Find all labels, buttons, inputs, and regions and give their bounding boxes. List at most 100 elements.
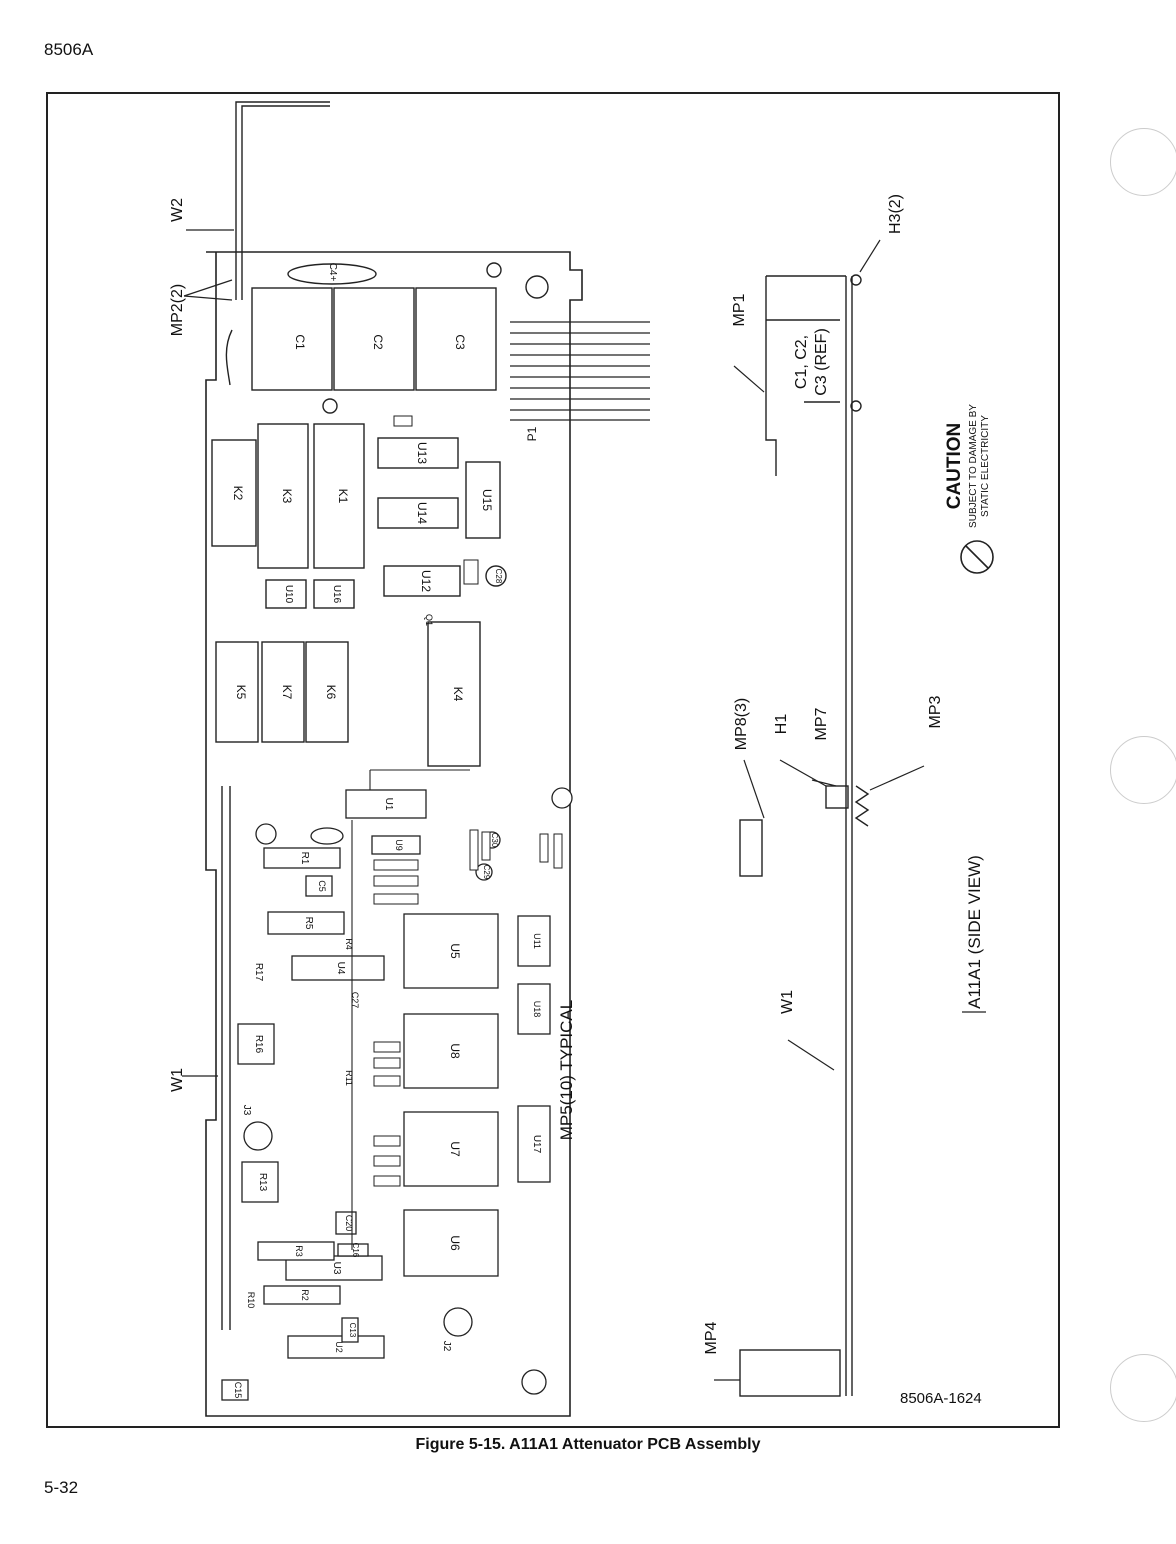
label-c27: C27: [350, 992, 360, 1009]
callout-h1: H1: [773, 714, 790, 735]
relay-k6: [305, 641, 349, 743]
screw-h1: [825, 785, 849, 809]
label-r10: R10: [246, 1292, 256, 1309]
callout-mp1: MP1: [731, 293, 748, 326]
label-u4: U4: [335, 962, 346, 975]
label-u16: U16: [331, 585, 342, 604]
label-k4: K4: [451, 687, 465, 702]
label-u18: U18: [532, 1001, 542, 1018]
ic-u12: [383, 565, 461, 597]
ic-u15: [465, 461, 501, 539]
relay-k5: [215, 641, 259, 743]
page-header: 8506A: [44, 40, 94, 59]
caution-line-2: STATIC ELECTRICITY: [980, 415, 991, 517]
label-r13: R13: [257, 1173, 268, 1192]
label-j2: J2: [441, 1341, 452, 1352]
callout-w2: W2: [169, 198, 186, 222]
ic-u9: [371, 835, 421, 855]
relay-k1: [313, 423, 365, 569]
capacitor-c20: [335, 1211, 357, 1235]
callout-w1-side: W1: [779, 990, 796, 1014]
ic-u14: [377, 497, 459, 529]
caution-icon: [960, 540, 994, 574]
label-u2: U2: [334, 1341, 344, 1353]
caution-line-1: SUBJECT TO DAMAGE BY: [968, 404, 979, 528]
relay-k7: [261, 641, 305, 743]
label-k6: K6: [324, 685, 338, 700]
label-u9: U9: [394, 839, 404, 851]
callout-c-ref: C1, C2,: [793, 335, 810, 389]
ic-u4: [291, 955, 385, 981]
label-u12: U12: [419, 570, 433, 592]
label-u6: U6: [448, 1235, 462, 1251]
relay-k2: [211, 439, 257, 547]
label-u11: U11: [532, 933, 542, 949]
callout-mp2: MP2(2): [169, 284, 186, 336]
label-c4: C4+: [327, 263, 338, 282]
label-r1: R1: [299, 852, 310, 865]
label-c29: C29: [482, 865, 491, 880]
w2-wire: [225, 101, 330, 386]
label-c16: C16: [351, 1243, 360, 1258]
resistor-r16: [237, 1023, 275, 1065]
standoff-mp4: [739, 1349, 841, 1397]
label-c20: C20: [344, 1215, 354, 1232]
standoff-mp8: [739, 819, 763, 877]
resistor-r13: [241, 1161, 279, 1203]
label-c1: C1: [293, 334, 307, 350]
capacitor-c1: [251, 287, 333, 391]
label-u5: U5: [448, 943, 462, 959]
ic-u17: [517, 1105, 551, 1183]
capacitor-c4: [287, 263, 377, 285]
label-u3: U3: [331, 1262, 342, 1275]
label-c13: C13: [348, 1323, 357, 1338]
label-u1: U1: [383, 798, 394, 811]
label-c30: C30: [490, 833, 499, 848]
page-footer: 5-32: [44, 1478, 79, 1497]
label-u15: U15: [480, 489, 494, 511]
figure-caption: Figure 5-15. A11A1 Attenuator PCB Assemb…: [415, 1436, 761, 1453]
label-u13: U13: [415, 442, 429, 464]
ic-u18: [517, 983, 551, 1035]
label-j3: J3: [241, 1105, 252, 1116]
label-r2: R2: [300, 1289, 310, 1301]
label-r17: R17: [253, 963, 264, 982]
pcb-outline: [205, 251, 583, 1417]
connector-j2: [443, 1307, 473, 1337]
connector-j3: [243, 1121, 273, 1151]
label-c5: C5: [317, 880, 327, 892]
label-k5: K5: [234, 685, 248, 700]
relay-k4: [427, 621, 481, 767]
label-u10: U10: [283, 585, 294, 604]
capacitor-c2: [333, 287, 415, 391]
resistor-r1: [263, 847, 341, 869]
label-r11: R11: [344, 1070, 354, 1086]
capacitor-c5: [305, 875, 333, 897]
label-r4: R4: [344, 938, 354, 950]
side-view-board: [739, 274, 870, 1397]
label-k2: K2: [231, 486, 245, 501]
ic-u16: [313, 579, 355, 609]
capacitor-c16: [337, 1243, 369, 1257]
label-c15: C15: [233, 1382, 243, 1399]
ic-u10: [265, 579, 307, 609]
relay-k3: [257, 423, 309, 569]
label-r3: R3: [294, 1245, 304, 1257]
capacitor-c29: [475, 863, 493, 881]
callout-mp8: MP8(3): [733, 698, 750, 750]
capacitor-c13: [341, 1317, 359, 1343]
label-k7: K7: [280, 685, 294, 700]
resistor-r3: [257, 1241, 335, 1261]
label-u14: U14: [415, 502, 429, 524]
w1-cable: [221, 786, 231, 1330]
callout-mp4: MP4: [703, 1321, 720, 1354]
label-c3: C3: [453, 334, 467, 350]
capacitor-c15: [221, 1379, 249, 1401]
ic-u7: [403, 1111, 499, 1187]
label-u7: U7: [448, 1141, 462, 1157]
binder-hole-bottom: [1110, 1354, 1176, 1422]
callout-mp3: MP3: [927, 695, 944, 728]
label-c2: C2: [371, 334, 385, 350]
ic-u2: [287, 1335, 385, 1359]
callout-h3: H3(2): [887, 194, 904, 234]
